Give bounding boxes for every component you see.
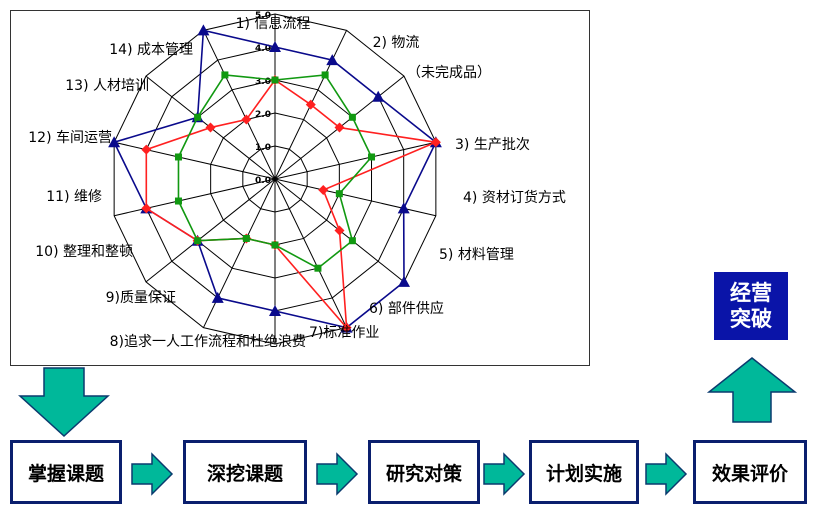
category-label: 6) 部件供应 [369, 300, 444, 317]
grid-spoke [274, 141, 436, 180]
tick-label: 5.0 [255, 11, 271, 21]
arrow-right-icon [483, 452, 526, 496]
data-point-triangle [211, 291, 224, 303]
data-point-diamond [205, 122, 216, 133]
category-label: 2) 物流 [373, 35, 420, 51]
data-point-diamond [430, 137, 441, 148]
data-point-square [368, 153, 376, 161]
data-point-diamond [141, 144, 152, 155]
category-label: 5) 材料管理 [439, 247, 514, 263]
step-study-countermeasures: 研究对策 [368, 440, 480, 504]
category-label: （未完成品） [407, 65, 491, 81]
tick-label: 0.0 [255, 176, 271, 186]
arrow-right-icon [645, 452, 688, 496]
tick-label: 1.0 [255, 143, 271, 153]
tick-label: 4.0 [255, 44, 271, 54]
data-point-diamond [241, 114, 252, 125]
radar-chart: 0.0 1.0 2.0 3.0 4.0 5.01) 信息流程 2) 物流 （未完成品） 3) 生… [28, 11, 566, 350]
data-point-triangle [398, 275, 411, 287]
data-point-square [221, 71, 229, 79]
grid-spoke [145, 178, 276, 283]
data-point-square [174, 197, 182, 205]
tick-label: 3.0 [255, 77, 271, 87]
data-point-square [321, 71, 329, 79]
grid-spoke [274, 178, 436, 217]
data-point-triangle [269, 305, 281, 316]
data-point-triangle [269, 41, 281, 52]
breakthrough-line-1: 经营 [730, 281, 772, 305]
category-label: 1) 信息流程 [236, 15, 311, 32]
data-point-square [174, 153, 182, 161]
data-point-square [242, 234, 250, 242]
category-label: 7)标准作业 [309, 325, 379, 341]
grid-spoke [274, 178, 348, 328]
arrow-up-icon [707, 357, 797, 423]
arrow-right-icon [316, 452, 359, 496]
data-point-square [271, 241, 279, 249]
arrow-right-icon [131, 452, 174, 496]
grid-spoke [202, 30, 276, 180]
data-point-diamond [141, 203, 152, 214]
grid-spoke [114, 141, 276, 180]
data-point-square [348, 113, 356, 121]
category-label: 9)质量保证 [106, 290, 176, 306]
data-point-square [194, 237, 202, 245]
category-label: 12) 车间运营 [28, 129, 112, 146]
data-point-triangle [372, 90, 385, 102]
step-grasp-topic: 掌握课题 [10, 440, 122, 504]
data-point-diamond [305, 99, 316, 110]
data-point-triangle [197, 24, 210, 36]
breakthrough-line-2: 突破 [730, 307, 772, 331]
data-point-square [271, 76, 279, 84]
category-label: 11) 维修 [46, 189, 102, 205]
category-label: 4) 资材订货方式 [463, 189, 566, 206]
data-point-triangle [108, 136, 121, 148]
data-point-diamond [334, 122, 345, 133]
grid-spoke [114, 178, 276, 217]
data-point-square [348, 237, 356, 245]
data-point-diamond [341, 322, 352, 333]
data-point-triangle [326, 54, 339, 66]
data-point-square [335, 190, 343, 198]
category-label: 3) 生产批次 [455, 137, 530, 153]
step-dig-topic: 深挖课题 [183, 440, 307, 504]
business-breakthrough-box: 经营 突破 [714, 272, 788, 340]
category-label: 13) 人材培训 [65, 78, 149, 94]
data-point-square [194, 113, 202, 121]
category-label: 10) 整理和整顿 [35, 244, 133, 260]
data-point-diamond [318, 185, 329, 196]
data-point-square [314, 264, 322, 272]
arrow-down-icon [18, 367, 110, 438]
tick-label: 2.0 [255, 110, 271, 120]
step-plan-implementation: 计划实施 [529, 440, 639, 504]
data-point-diamond [334, 225, 345, 236]
category-label: 14) 成本管理 [109, 42, 193, 58]
category-label: 8)追求一人工作流程和杜绝浪费 [110, 334, 306, 350]
data-point-triangle [397, 202, 410, 214]
step-effect-evaluation: 效果评价 [693, 440, 807, 504]
